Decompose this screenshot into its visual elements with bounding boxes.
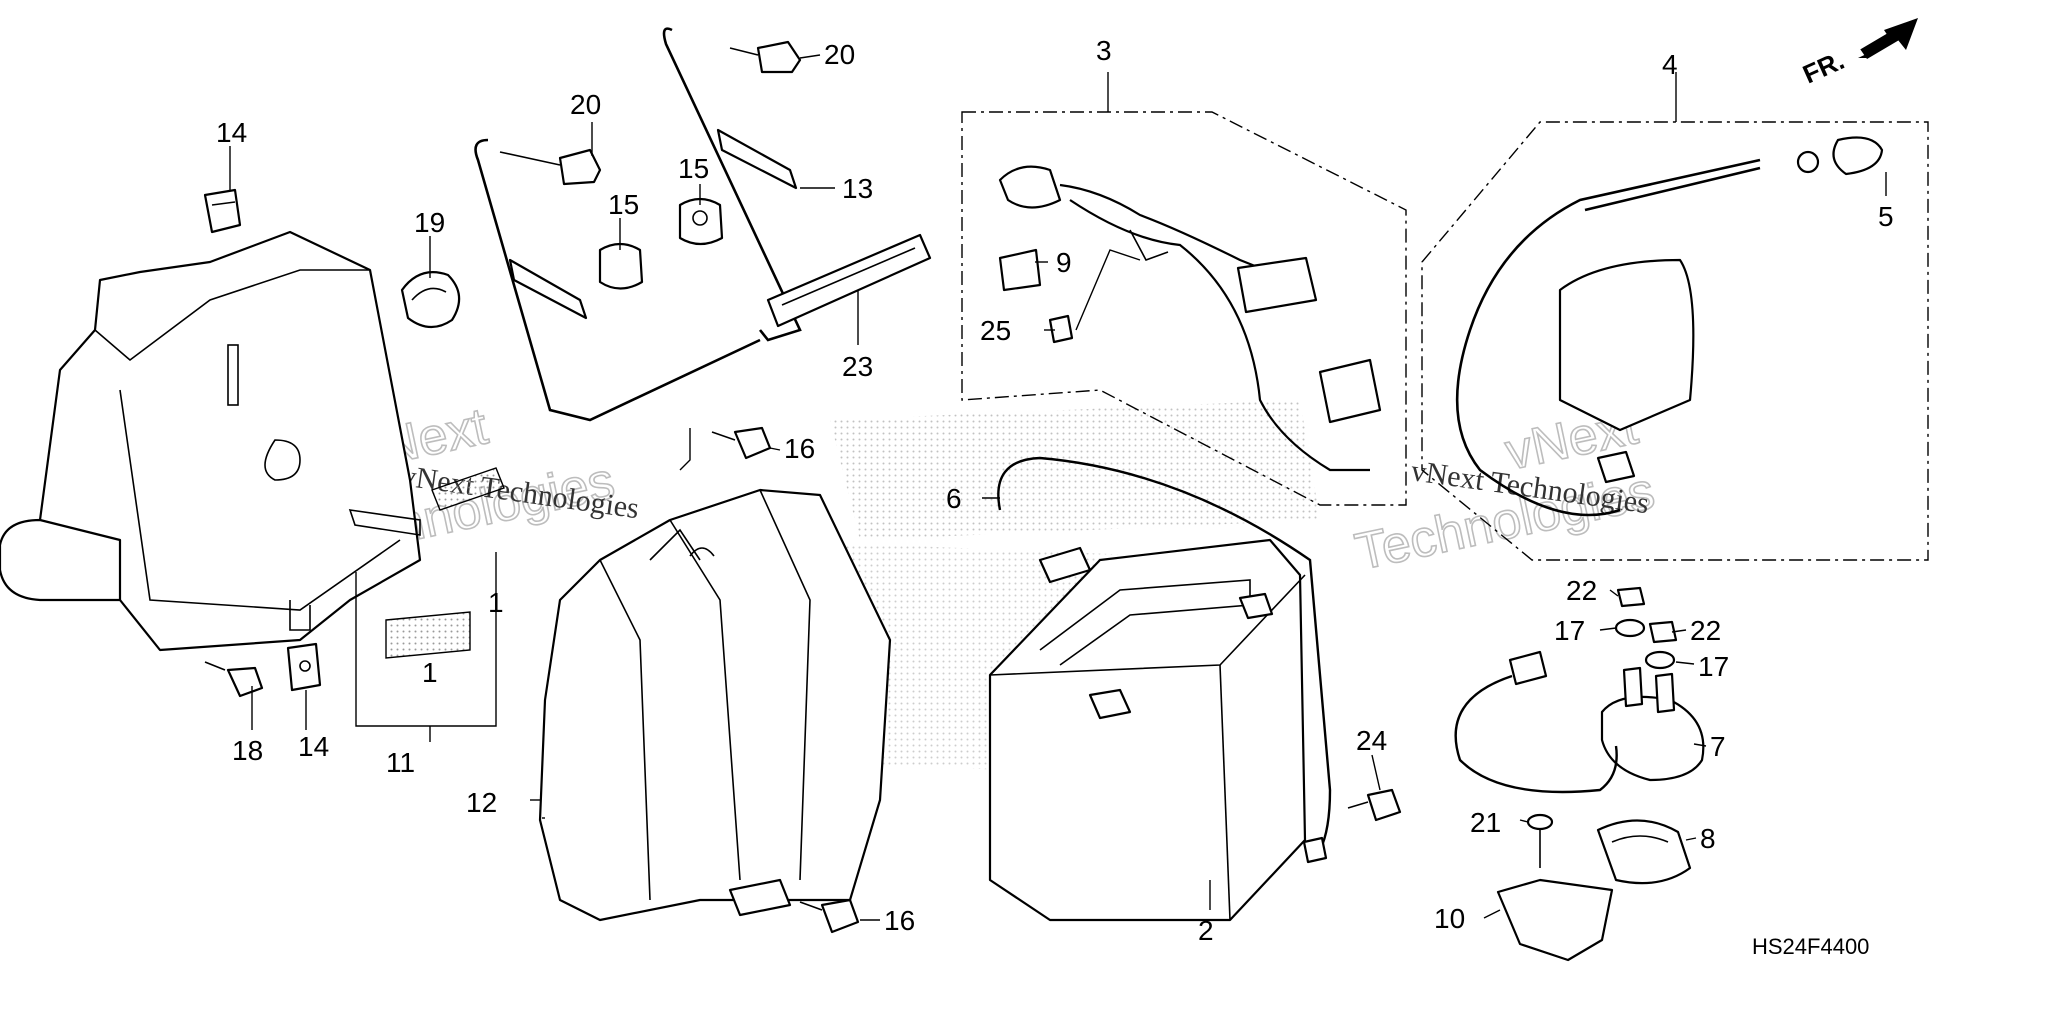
callout-3: 3: [1096, 35, 1112, 66]
callout-16: 16: [884, 905, 915, 936]
callout-13: 13: [842, 173, 873, 204]
callout-20: 20: [570, 89, 601, 120]
callout-9: 9: [1056, 247, 1072, 278]
front-direction-arrow: FR.: [1798, 18, 1918, 89]
callout-15: 15: [608, 189, 639, 220]
callout-22: 22: [1566, 575, 1597, 606]
group-outline-part-4: [1421, 121, 1929, 561]
bolt-part-16-bottom: [799, 898, 860, 934]
callouts: 14 19 20 20 15 15 13 23 16 16 1 1 11 12 …: [216, 35, 1894, 946]
callout-1: 1: [488, 587, 504, 618]
callout-15: 15: [678, 153, 709, 184]
rubber-strap-part-23: [766, 233, 932, 328]
clip-part-14-bottom: [286, 642, 322, 692]
callout-14: 14: [216, 117, 247, 148]
positive-cable-part-4: [1455, 136, 1884, 517]
callout-17: 17: [1698, 651, 1729, 682]
callout-22: 22: [1690, 615, 1721, 646]
clip-part-14-top: [203, 188, 242, 234]
callout-10: 10: [1434, 903, 1465, 934]
nut-part-22-right: [1648, 620, 1678, 644]
callout-24: 24: [1356, 725, 1387, 756]
callout-16: 16: [784, 433, 815, 464]
wire-harness-part-3: [998, 165, 1382, 472]
callout-11: 11: [386, 747, 415, 778]
bolt-part-20-right: [729, 40, 802, 74]
callout-12: 12: [466, 787, 497, 818]
callout-14: 14: [298, 731, 329, 762]
washer-part-17-left: [1614, 618, 1646, 638]
bolt-part-16-top: [711, 426, 772, 460]
washer-part-17-right: [1644, 650, 1676, 670]
grommet-part-19: [400, 271, 461, 329]
bracket-part-11: [355, 552, 497, 727]
callout-20: 20: [824, 39, 855, 70]
nut-part-22-left: [1616, 586, 1646, 608]
callout-2: 2: [1198, 915, 1214, 946]
callout-21: 21: [1470, 807, 1501, 838]
bolt-part-24: [1347, 788, 1402, 822]
relay-cover-part-10: [1496, 878, 1614, 962]
callout-1: 1: [422, 657, 438, 688]
screw-part-21: [1526, 813, 1554, 868]
callout-5: 5: [1878, 201, 1894, 232]
bolt-part-18: [204, 661, 264, 698]
callout-18: 18: [232, 735, 263, 766]
callout-4: 4: [1662, 49, 1678, 80]
negative-cable-part-6: [997, 456, 1332, 864]
battery-part-2: [988, 538, 1307, 922]
callout-6: 6: [946, 483, 962, 514]
callout-7: 7: [1710, 731, 1726, 762]
callout-8: 8: [1700, 823, 1716, 854]
battery-box: [538, 488, 892, 922]
relay-mount-part-8: [1596, 819, 1692, 885]
grommet-part-15-right: [678, 197, 724, 246]
grommet-part-15-left: [598, 242, 644, 290]
leader-lines: [229, 54, 1887, 921]
callout-25: 25: [980, 315, 1011, 346]
label-plates-part-1: [385, 467, 505, 659]
front-label: FR.: [1798, 45, 1848, 89]
callout-19: 19: [414, 207, 445, 238]
callout-17: 17: [1554, 615, 1585, 646]
callout-23: 23: [842, 351, 873, 382]
bolt-part-20-left: [499, 148, 602, 186]
battery-case: [0, 230, 422, 652]
hold-down-rod: [474, 27, 802, 422]
starter-relay-part-7: [1454, 650, 1705, 794]
diagram-code: HS24F4400: [1752, 934, 1869, 959]
